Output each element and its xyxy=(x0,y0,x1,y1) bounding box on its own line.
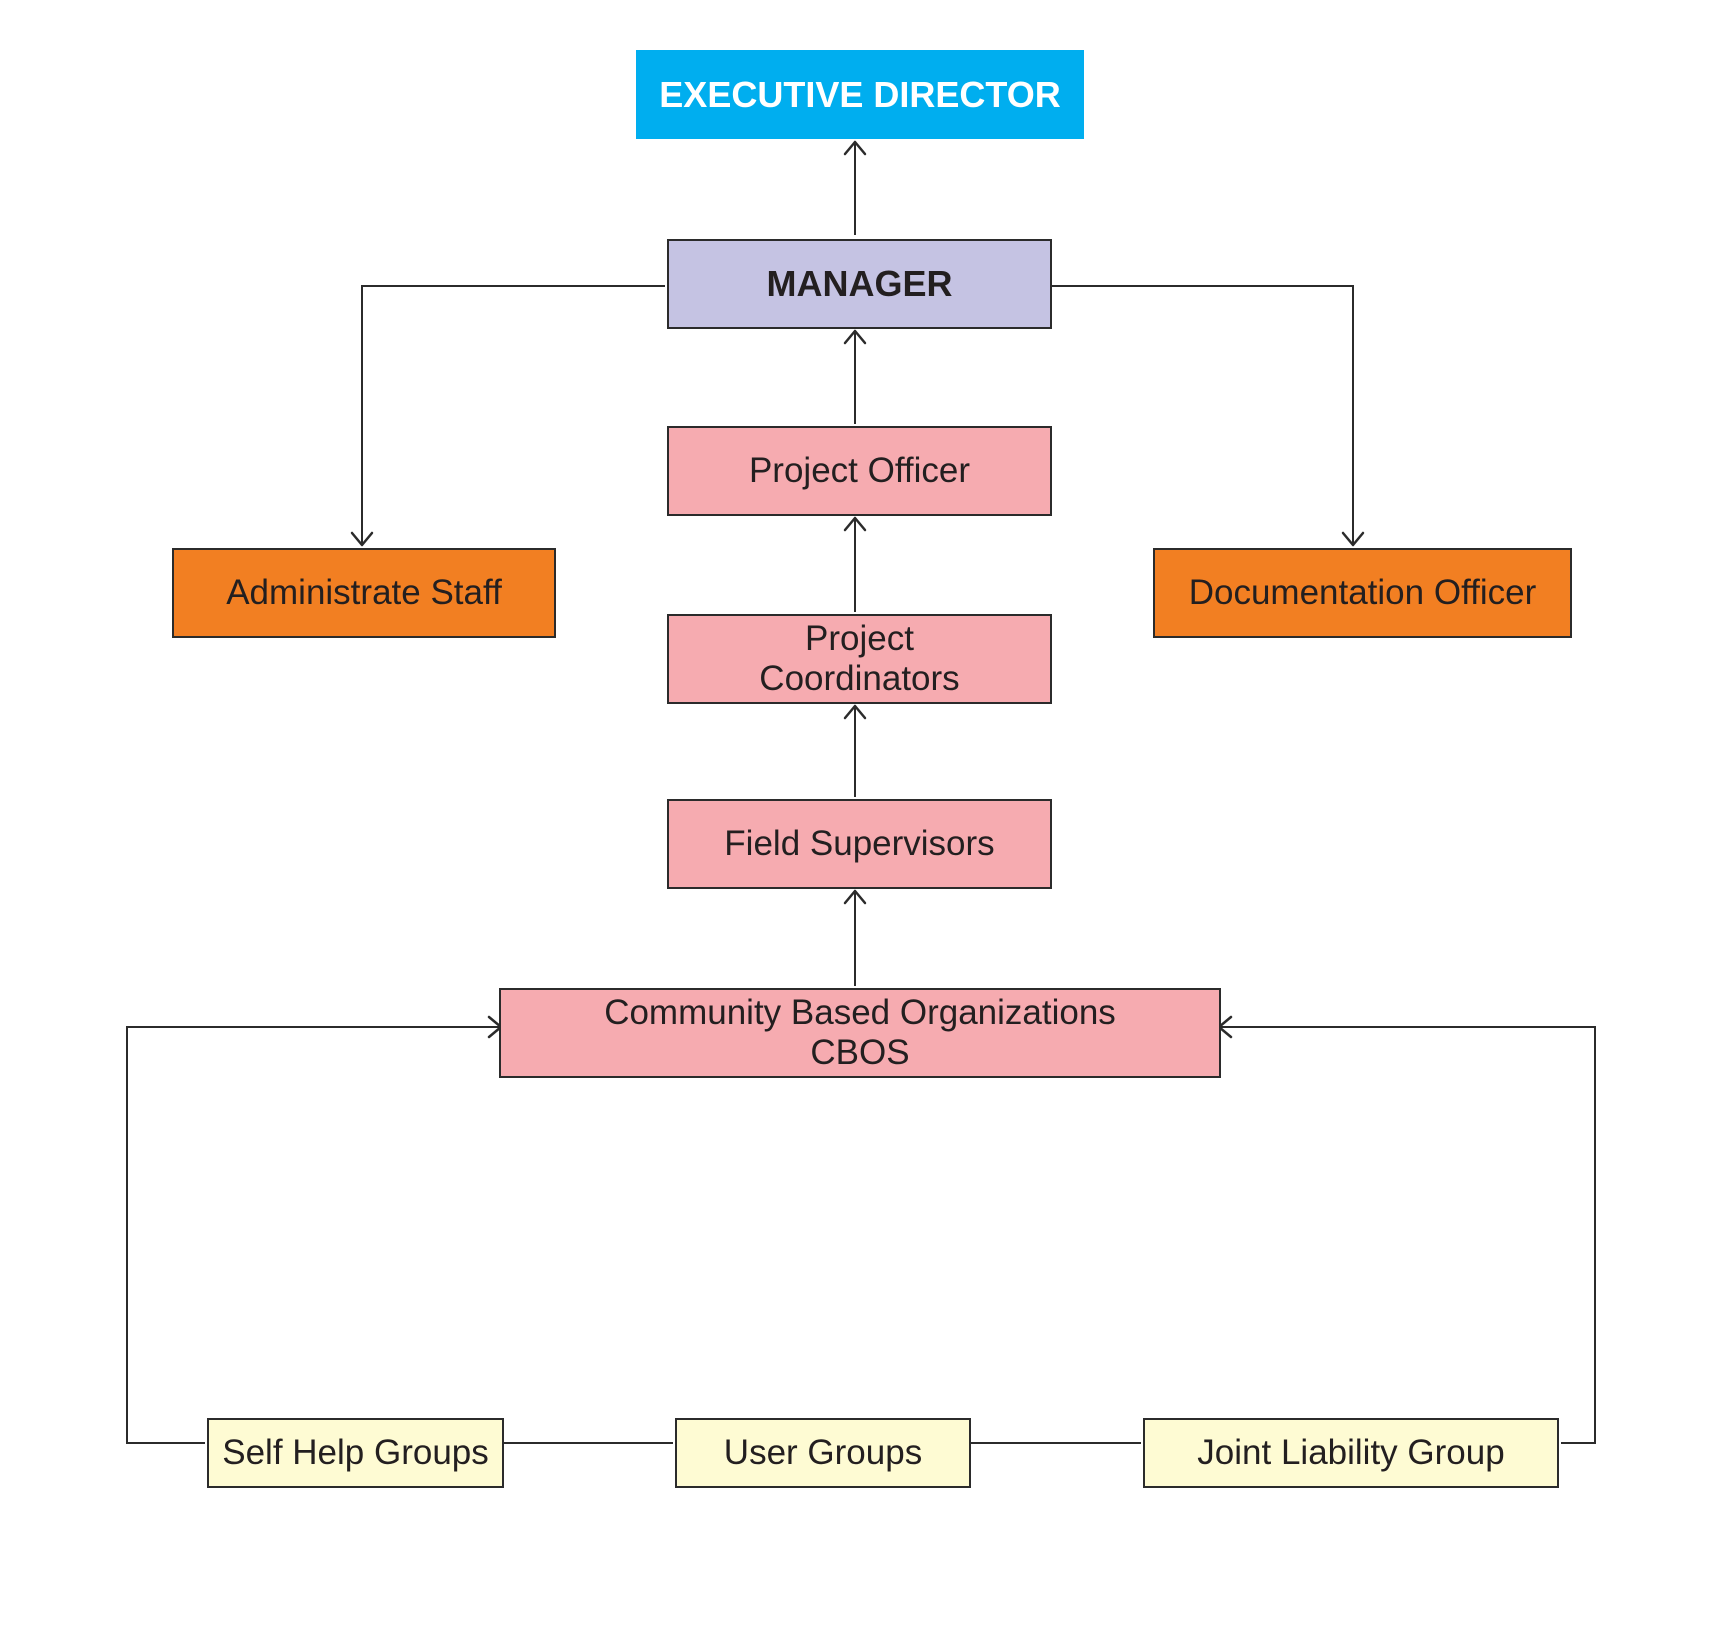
user-groups-label: User Groups xyxy=(723,1433,923,1472)
connector-manager-to-admin xyxy=(361,285,665,545)
connector-manager-to-executive-arrowhead xyxy=(843,140,867,156)
project-officer-label: Project Officer xyxy=(748,451,971,490)
community-based-organizations-box: Community Based Organizations CBOS xyxy=(499,988,1221,1078)
self-help-groups-box: Self Help Groups xyxy=(207,1418,504,1488)
field-supervisors-label: Field Supervisors xyxy=(724,824,995,863)
connector-cbo-to-supervisors-arrowhead xyxy=(843,889,867,905)
manager-box: MANAGER xyxy=(667,239,1052,329)
connector-coordinators-to-officer-arrowhead xyxy=(843,516,867,532)
field-supervisors-box: Field Supervisors xyxy=(667,799,1052,889)
documentation-officer-box: Documentation Officer xyxy=(1153,548,1572,638)
self-help-groups-label: Self Help Groups xyxy=(222,1433,489,1472)
connector-project-officer-to-manager-arrowhead xyxy=(843,329,867,345)
community-based-organizations-label: Community Based Organizations CBOS xyxy=(604,993,1116,1072)
administrate-staff-label: Administrate Staff xyxy=(226,573,502,612)
connector-shg-to-cbo xyxy=(126,1026,501,1444)
manager-label: MANAGER xyxy=(766,263,953,304)
executive-director-box: EXECUTIVE DIRECTOR xyxy=(636,50,1084,139)
project-officer-box: Project Officer xyxy=(667,426,1052,516)
connector-manager-to-admin-arrowhead xyxy=(350,531,374,547)
connector-supervisors-to-coordinators-arrowhead xyxy=(843,704,867,720)
joint-liability-group-label: Joint Liability Group xyxy=(1197,1433,1505,1472)
connector-jlg-to-cbo xyxy=(1219,1026,1596,1444)
connector-manager-to-documentation-arrowhead xyxy=(1341,531,1365,547)
project-coordinators-box: Project Coordinators xyxy=(667,614,1052,704)
user-groups-box: User Groups xyxy=(675,1418,971,1488)
administrate-staff-box: Administrate Staff xyxy=(172,548,556,638)
documentation-officer-label: Documentation Officer xyxy=(1188,573,1537,612)
project-coordinators-label: Project Coordinators xyxy=(759,619,960,698)
connector-manager-to-documentation xyxy=(1052,285,1354,545)
executive-director-label: EXECUTIVE DIRECTOR xyxy=(659,73,1061,115)
joint-liability-group-box: Joint Liability Group xyxy=(1143,1418,1559,1488)
